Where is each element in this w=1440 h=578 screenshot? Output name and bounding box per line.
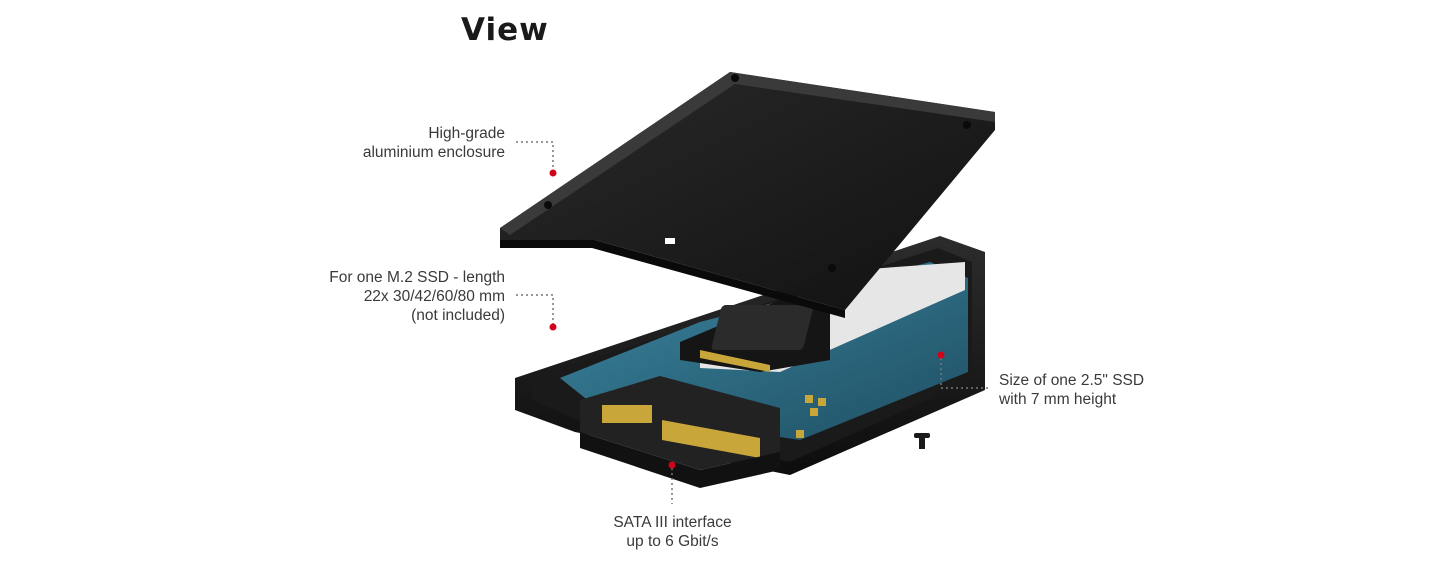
callout-size-line-2: with 7 mm height — [999, 391, 1117, 408]
callout-sata: SATA III interface up to 6 Gbit/s — [600, 513, 745, 551]
callout-m2-line-3: (not included) — [411, 307, 505, 324]
marker-m2 — [549, 323, 557, 331]
callout-markers — [549, 169, 945, 469]
marker-size — [937, 351, 945, 359]
callout-m2-line-2: 22x 30/42/60/80 mm — [363, 288, 505, 305]
leader-lines — [516, 141, 988, 504]
callout-size-line-1: Size of one 2.5" SSD — [999, 372, 1145, 389]
callout-enclosure: High-grade aluminium enclosure — [363, 124, 505, 162]
page-title: View — [461, 12, 549, 48]
callout-size: Size of one 2.5" SSD with 7 mm height — [999, 371, 1144, 409]
callout-m2-line-1: For one M.2 SSD - length — [329, 269, 505, 286]
screw-icon — [914, 433, 930, 449]
marker-enclosure — [549, 169, 557, 177]
m2-ssd-module-icon — [680, 300, 830, 372]
enclosure-bottom-tray — [515, 236, 985, 488]
callout-sata-line-2: up to 6 Gbit/s — [626, 533, 719, 550]
sata-connector-icon — [580, 376, 780, 488]
marker-sata — [668, 461, 676, 469]
enclosure-top-lid — [500, 72, 995, 318]
callout-sata-line-1: SATA III interface — [613, 514, 732, 531]
callout-enclosure-line-1: High-grade — [428, 125, 505, 142]
callout-enclosure-line-2: aluminium enclosure — [362, 144, 505, 161]
callout-m2: For one M.2 SSD - length 22x 30/42/60/80… — [329, 268, 505, 325]
